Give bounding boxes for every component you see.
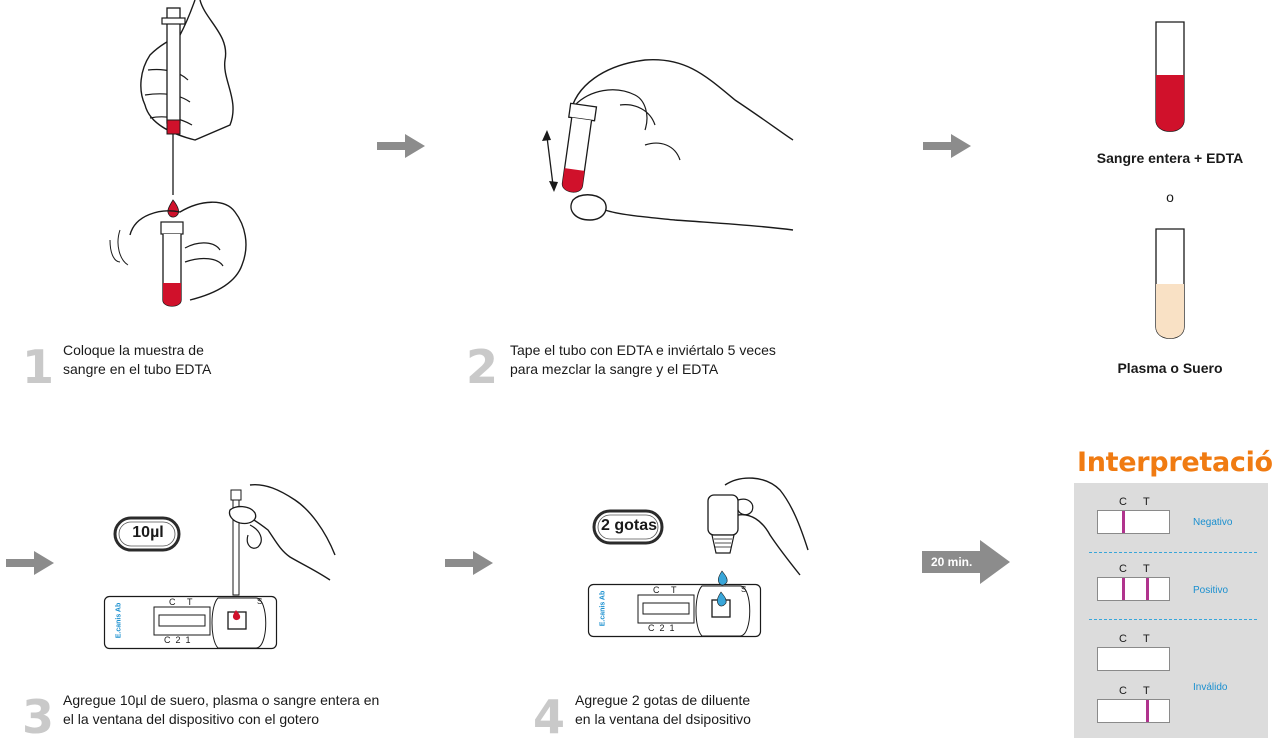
test-line [1146, 700, 1149, 722]
invalid-t-label: T [1143, 633, 1150, 645]
step-2-number: 2 [466, 340, 499, 394]
dropper-bottle-icon [707, 494, 739, 554]
whole-blood-label: Sangre entera + EDTA [1096, 150, 1244, 166]
arrow-right-icon [6, 551, 54, 575]
negative-c-label: C [1119, 496, 1127, 508]
step-3-line2: el la ventana del dispositivo con el got… [63, 711, 320, 727]
step4-hand-illustration [707, 477, 809, 586]
divider [1089, 552, 1257, 553]
device-t-label: T [671, 585, 677, 595]
step-3-line1: Agregue 10µl de suero, plasma o sangre e… [63, 692, 380, 708]
positive-t-label: T [1143, 563, 1150, 575]
arrow-right-icon [377, 134, 425, 158]
control-line [1122, 578, 1125, 600]
device-t-label: T [187, 597, 193, 607]
invalid-t-label: T [1143, 685, 1150, 697]
divider [1089, 619, 1257, 620]
test-line [1146, 578, 1149, 600]
negative-label: Negativo [1193, 517, 1233, 528]
plasma-label: Plasma o Suero [1117, 360, 1223, 376]
invalid-c-label: C [1119, 633, 1127, 645]
step-1-number: 1 [22, 340, 55, 394]
device-c-label: C [169, 597, 176, 607]
step-1-text: Coloque la muestra de sangre en el tubo … [63, 341, 211, 379]
plasma-tube-icon [1155, 228, 1185, 339]
step-2-line2: para mezclar la sangre y el EDTA [510, 361, 719, 377]
step-4-text: Agregue 2 gotas de diluente en la ventan… [575, 691, 751, 729]
positive-c-label: C [1119, 563, 1127, 575]
timer-arrow-icon [922, 540, 1010, 584]
hand-icon [569, 58, 794, 231]
invalid-c-label: C [1119, 685, 1127, 697]
positive-strip [1097, 577, 1170, 601]
negative-t-label: T [1143, 496, 1150, 508]
blue-drop-icon [716, 591, 727, 607]
step-2-line1: Tape el tubo con EDTA e inviértalo 5 vec… [510, 342, 776, 358]
device-c21-label: C 2 1 [164, 635, 191, 645]
device-c-label: C [653, 585, 660, 595]
blood-drop-icon [167, 199, 180, 218]
arrow-right-icon [923, 134, 971, 158]
drops-badge-label: 2 gotas [600, 517, 657, 534]
device-c21-label: C 2 1 [648, 623, 675, 633]
step-4-line1: Agregue 2 gotas de diluente [575, 692, 751, 708]
blue-drop-icon [717, 570, 728, 586]
device-brand-label: E.canis Ab [115, 602, 123, 639]
step-3-number: 3 [22, 690, 55, 744]
blood-drop-icon [232, 610, 241, 621]
volume-badge-icon [113, 516, 181, 552]
edta-tube-icon [160, 221, 184, 235]
or-label: o [1166, 189, 1174, 205]
test-cassette-icon [587, 583, 762, 638]
interpretation-title: Interpretación [1077, 447, 1275, 478]
test-cassette-icon [103, 595, 278, 650]
step2-illustration [542, 58, 794, 231]
volume-badge-label: 10µl [132, 524, 164, 541]
invalid-label: Inválido [1193, 682, 1228, 693]
invalid-strip-test-only [1097, 699, 1170, 723]
step-4-number: 4 [533, 690, 566, 744]
step3-hand-illustration [228, 483, 336, 596]
step-4-line2: en la ventana del dsipositivo [575, 711, 751, 727]
arrow-right-icon [445, 551, 493, 575]
timer-label: 20 min. [931, 555, 973, 569]
pipette-icon [166, 7, 181, 124]
control-line [1122, 511, 1125, 533]
device-s-label: S [741, 585, 747, 594]
whole-blood-tube-icon [1155, 21, 1185, 132]
step-1-line2: sangre en el tubo EDTA [63, 361, 212, 377]
invalid-strip-empty [1097, 647, 1170, 671]
device-s-label: S [257, 597, 263, 606]
drops-badge-icon [592, 509, 664, 545]
edta-tube-icon [561, 102, 598, 193]
step-1-line1: Coloque la muestra de [63, 342, 204, 358]
positive-label: Positivo [1193, 585, 1229, 596]
device-brand-label: E.canis Ab [599, 590, 607, 627]
step1-illustration [109, 0, 247, 307]
step-3-text: Agregue 10µl de suero, plasma o sangre e… [63, 691, 379, 729]
double-arrow-icon [542, 130, 558, 192]
negative-strip [1097, 510, 1170, 534]
step-2-text: Tape el tubo con EDTA e inviértalo 5 vec… [510, 341, 776, 379]
